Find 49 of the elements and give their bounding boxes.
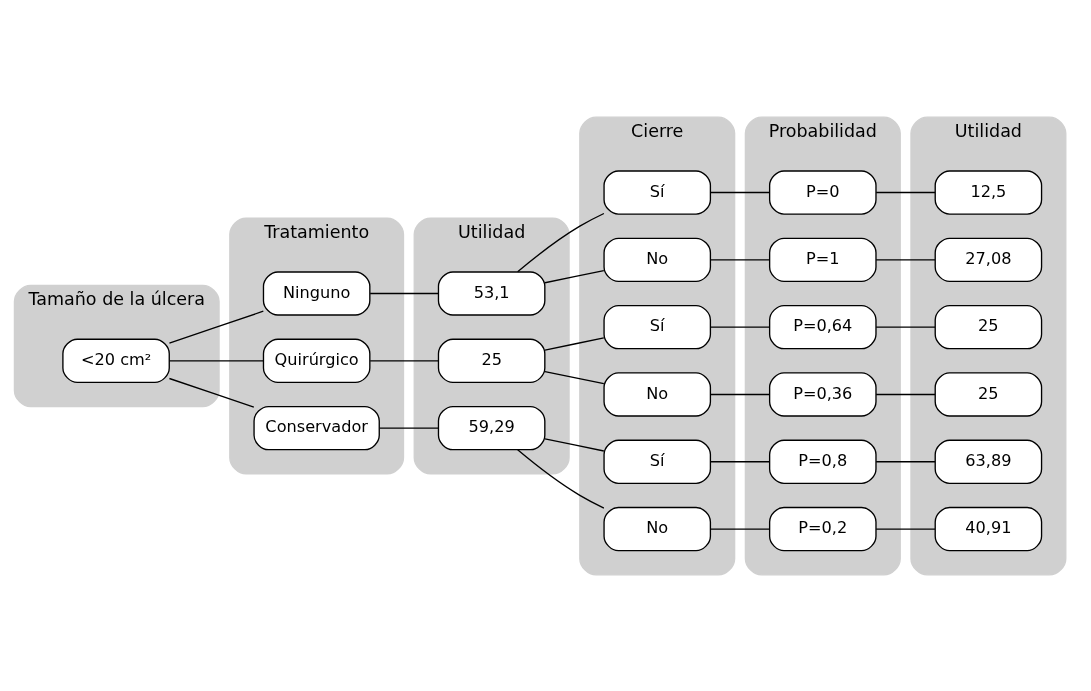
node-box: P=0,2 <box>768 506 877 551</box>
node-box: 25 <box>934 304 1043 349</box>
connector <box>168 377 255 408</box>
node-box: 12,5 <box>934 169 1043 215</box>
node-box: No <box>603 237 712 282</box>
connector <box>709 191 771 193</box>
node-box: 25 <box>437 338 546 383</box>
node-box: Quirúrgico <box>262 338 371 383</box>
connector <box>379 426 439 429</box>
connector <box>709 258 771 261</box>
connector <box>517 448 605 509</box>
node-box: P=0,64 <box>768 304 877 349</box>
node-box: <20 cm² <box>62 338 170 383</box>
connector <box>875 325 936 328</box>
connector <box>517 212 605 272</box>
node-box: P=0 <box>768 169 877 215</box>
node-box: Conservador <box>253 405 380 450</box>
connector <box>709 393 771 395</box>
node-box: 63,89 <box>934 439 1043 484</box>
node-box: P=1 <box>768 237 877 282</box>
connector <box>168 310 264 344</box>
node-box: No <box>603 506 712 551</box>
connector <box>875 258 936 261</box>
connector <box>875 460 936 462</box>
connector <box>544 370 605 384</box>
node-box: No <box>603 371 712 417</box>
connector <box>709 325 771 328</box>
connector <box>544 437 605 452</box>
connector <box>544 336 605 351</box>
node-box: 25 <box>934 371 1043 417</box>
node-box: 59,29 <box>437 405 546 450</box>
node-box: 40,91 <box>934 506 1043 551</box>
connector <box>709 527 771 530</box>
node-box: Sí <box>603 169 712 215</box>
node-box: Sí <box>603 304 712 349</box>
connector <box>369 292 439 294</box>
node-box: 27,08 <box>934 237 1043 282</box>
node-box: P=0,8 <box>768 439 877 484</box>
node-box: Sí <box>603 439 712 484</box>
node-box: 53,1 <box>437 270 546 316</box>
connector <box>709 460 771 462</box>
node-box: Ninguno <box>262 270 371 316</box>
node-box: P=0,36 <box>768 371 877 417</box>
connector <box>875 527 936 530</box>
connector <box>544 269 605 283</box>
connector <box>875 393 936 395</box>
connector <box>369 359 439 361</box>
connector <box>875 191 936 193</box>
connector <box>168 359 264 361</box>
